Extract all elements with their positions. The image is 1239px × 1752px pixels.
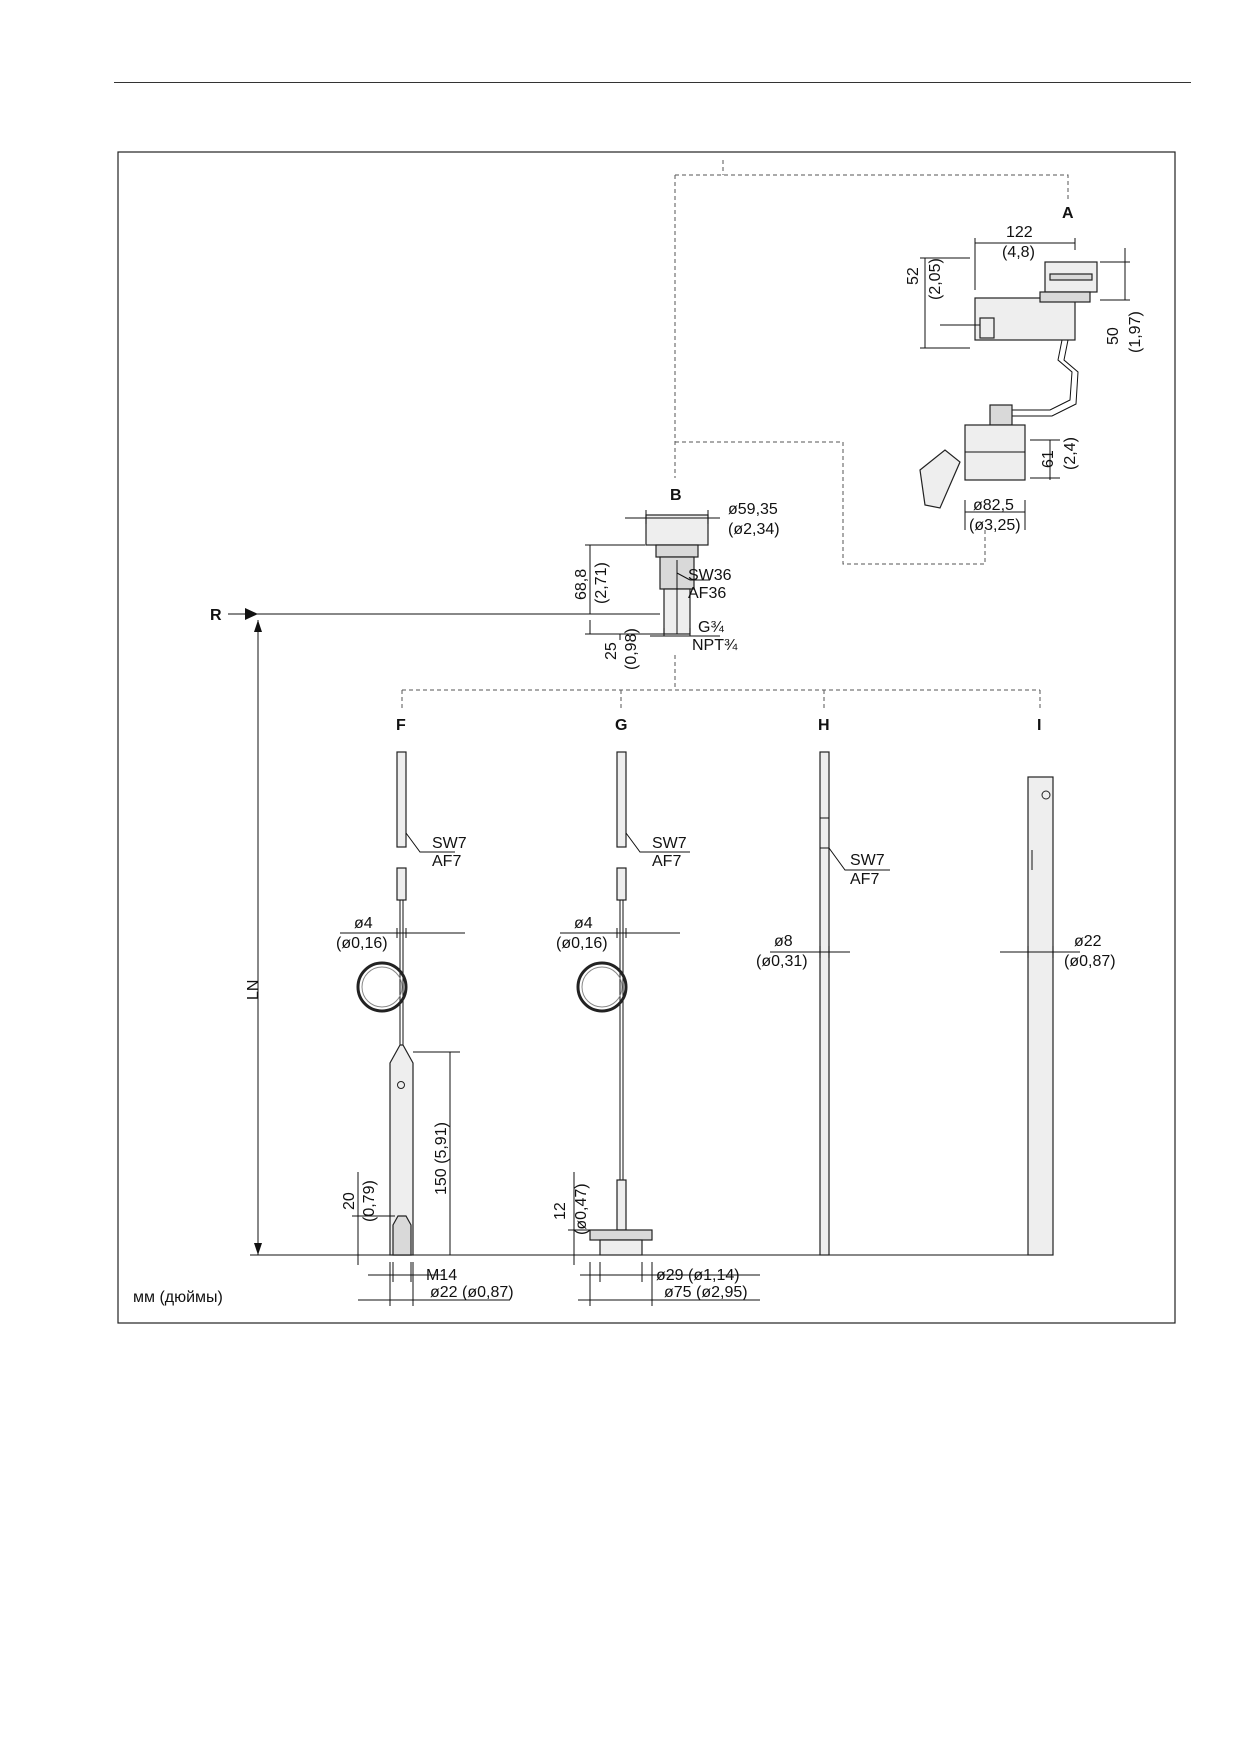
dim-a-122: 122 (1006, 224, 1033, 241)
label-ln: LN (245, 980, 262, 1000)
dim-h-af7: AF7 (850, 871, 879, 888)
probe-h (819, 751, 830, 1256)
dim-g-d29: ø29 (ø1,14) (656, 1267, 740, 1284)
dim-a-825: ø82,5 (973, 497, 1014, 514)
dim-f-20: 20 (341, 1192, 358, 1210)
drawing-frame (117, 151, 1176, 1324)
dim-a-50: 50 (1105, 327, 1122, 345)
label-g: G (615, 717, 627, 734)
label-a: A (1062, 205, 1074, 222)
header-rule (114, 82, 1191, 83)
dim-i-d22-in: (ø0,87) (1064, 953, 1116, 970)
reference-line (228, 608, 1040, 1256)
probe-g (576, 751, 653, 1256)
dim-g-af7: AF7 (652, 853, 681, 870)
dim-b-688: 68,8 (573, 569, 590, 600)
dim-b-25: 25 (603, 642, 620, 660)
dimension-lines (340, 238, 1130, 1306)
label-h: H (818, 717, 830, 734)
labels: A B R F G H I LN мм (дюймы) 122 (4,8) 52… (133, 205, 1144, 1306)
dim-h-d8: ø8 (774, 933, 793, 950)
dim-f-m14: M14 (426, 1267, 457, 1284)
dim-b-g34: G¾ (698, 619, 724, 636)
dim-g-d4-in: (ø0,16) (556, 935, 608, 952)
dim-f-20-in: (0,79) (361, 1180, 378, 1222)
probe-i (1027, 776, 1054, 1256)
dim-b-688-in: (2,71) (593, 562, 610, 604)
label-r: R (210, 607, 222, 624)
dim-g-12: 12 (552, 1202, 569, 1220)
housing-a (919, 261, 1098, 509)
label-b: B (670, 487, 682, 504)
dim-a-52: 52 (905, 267, 922, 285)
dim-b-25-in: (0,98) (623, 628, 640, 670)
dim-h-sw7: SW7 (850, 852, 885, 869)
dim-g-12-in: (ø0,47) (573, 1183, 590, 1235)
dim-f-sw7: SW7 (432, 835, 467, 852)
dim-a-122-in: (4,8) (1002, 244, 1035, 261)
label-f: F (396, 717, 406, 734)
dim-b-af36: AF36 (688, 585, 726, 602)
dim-a-61: 61 (1040, 450, 1057, 468)
dim-b-sw36: SW36 (688, 567, 732, 584)
dim-a-825-in: (ø3,25) (969, 517, 1021, 534)
dim-g-d75: ø75 (ø2,95) (664, 1284, 748, 1301)
dim-h-d8-in: (ø0,31) (756, 953, 808, 970)
connector-lines (401, 160, 1069, 710)
dim-b-5935-in: (ø2,34) (728, 521, 780, 538)
dim-f-d4: ø4 (354, 915, 373, 932)
probe-f (356, 751, 414, 1256)
dim-g-sw7: SW7 (652, 835, 687, 852)
dim-f-af7: AF7 (432, 853, 461, 870)
dim-f-d22: ø22 (ø0,87) (430, 1284, 514, 1301)
dim-a-61-in: (2,4) (1062, 437, 1079, 470)
units-label: мм (дюймы) (133, 1289, 223, 1306)
dim-b-npt34: NPT¾ (692, 637, 738, 654)
dim-b-5935: ø59,35 (728, 501, 778, 518)
dim-f-150: 150 (5,91) (433, 1122, 450, 1195)
dim-g-d4: ø4 (574, 915, 593, 932)
dim-f-d4-in: (ø0,16) (336, 935, 388, 952)
dim-a-52-in: (2,05) (927, 258, 944, 300)
dim-i-d22: ø22 (1074, 933, 1102, 950)
dim-a-50-in: (1,97) (1127, 311, 1144, 353)
label-i: I (1037, 717, 1041, 734)
process-connection-b (645, 514, 709, 635)
